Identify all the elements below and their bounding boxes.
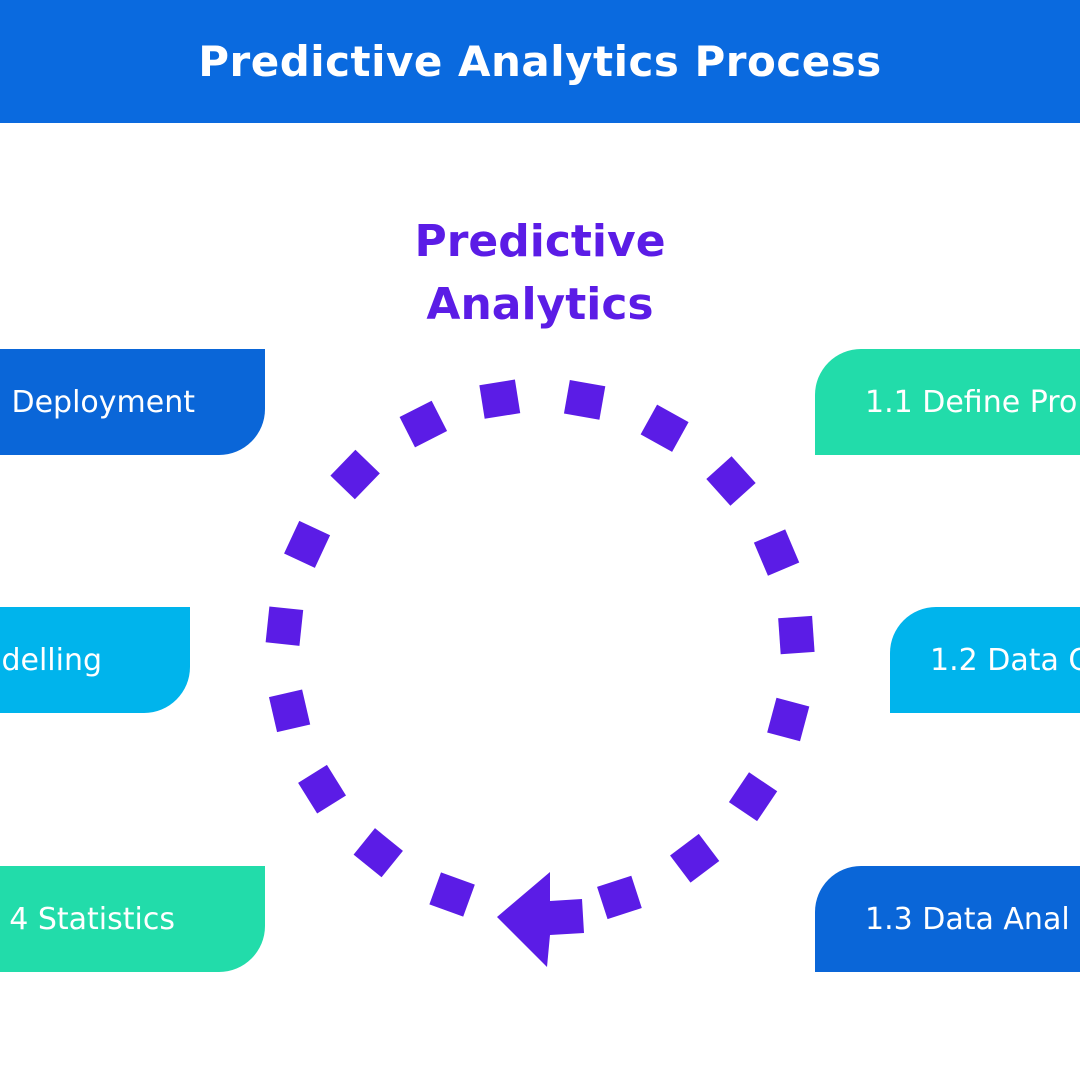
cycle-dash [265,606,304,646]
step-label: Deployment [11,384,195,420]
cycle-dash [640,404,689,452]
cycle-dash [706,456,756,506]
cycle-dash [563,380,606,420]
cycle-dash [767,697,810,742]
page-title: Predictive Analytics Process [198,37,882,86]
cycle-dash [479,379,521,419]
cycle-dash [429,872,475,917]
step-define-problem: 1.1 Define Pro [815,349,1080,455]
step-label: 1.2 Data C [930,642,1080,678]
cycle-dash [268,689,311,733]
step-statistics: 4 Statistics [0,866,265,972]
cycle-dash [670,833,720,883]
arrow-head-icon [497,872,584,967]
cycle-dash [399,400,448,448]
center-title-line2: Analytics [426,279,654,330]
step-modelling: delling [0,607,190,713]
step-label: delling [1,642,102,678]
title-banner: Predictive Analytics Process [0,0,1080,123]
center-title-line1: Predictive [414,216,666,267]
cycle-dash [778,615,815,655]
cycle-dash [597,875,642,920]
cycle-dash [728,772,778,822]
step-label: 4 Statistics [9,901,175,937]
center-title: Predictive Analytics [340,210,740,336]
cycle-dash [353,828,403,878]
cycle-dash [284,520,331,568]
step-data-collection: 1.2 Data C [890,607,1080,713]
step-deployment: Deployment [0,349,265,455]
cycle-dash [753,529,800,576]
cycle-dash [330,449,380,500]
step-label: 1.3 Data Anal [865,901,1070,937]
step-data-analysis: 1.3 Data Anal [815,866,1080,972]
step-label: 1.1 Define Pro [865,384,1078,420]
cycle-dash [298,764,347,814]
